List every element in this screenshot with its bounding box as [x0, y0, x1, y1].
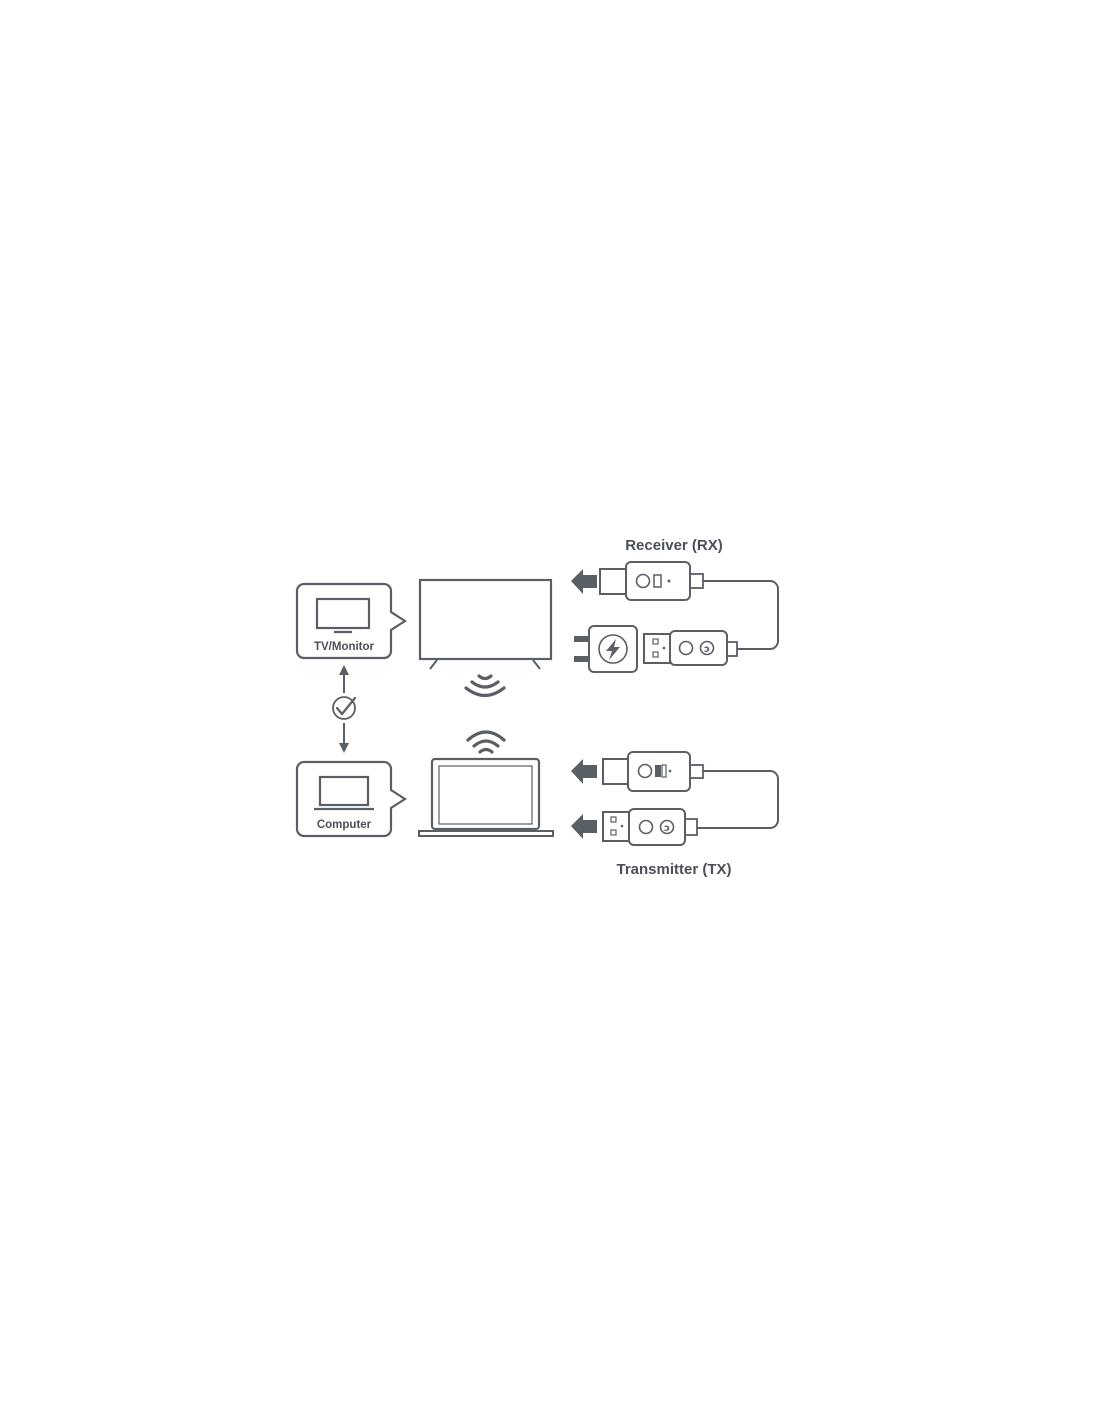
arrow-left-icon	[571, 569, 597, 594]
arrow-down-icon	[339, 743, 349, 753]
arrow-left-icon	[571, 814, 597, 839]
pairing-connector	[332, 665, 357, 753]
check-circle-icon	[332, 696, 357, 720]
arrow-left-icon	[571, 759, 597, 784]
computer-callout: Computer	[295, 760, 408, 838]
tv-illustration	[418, 578, 553, 670]
tv-monitor-callout: TV/Monitor	[295, 582, 408, 660]
svg-text:ↄ: ↄ	[664, 823, 670, 834]
svg-text:ↄ: ↄ	[704, 644, 710, 655]
tv-icon	[315, 597, 371, 634]
transmitter-label: Transmitter (TX)	[616, 861, 731, 878]
transmitter-assembly: ↄ	[571, 751, 779, 846]
power-adapter-icon	[574, 625, 638, 673]
laptop-illustration	[418, 757, 554, 837]
wifi-icon	[464, 674, 506, 698]
receiver-label: Receiver (RX)	[625, 537, 723, 554]
tv-monitor-label: TV/Monitor	[314, 641, 375, 653]
computer-icon	[314, 775, 374, 811]
receiver-assembly: ↄ	[571, 561, 779, 673]
wifi-icon	[466, 730, 506, 754]
arrow-up-icon	[339, 665, 349, 675]
computer-label: Computer	[317, 819, 372, 831]
